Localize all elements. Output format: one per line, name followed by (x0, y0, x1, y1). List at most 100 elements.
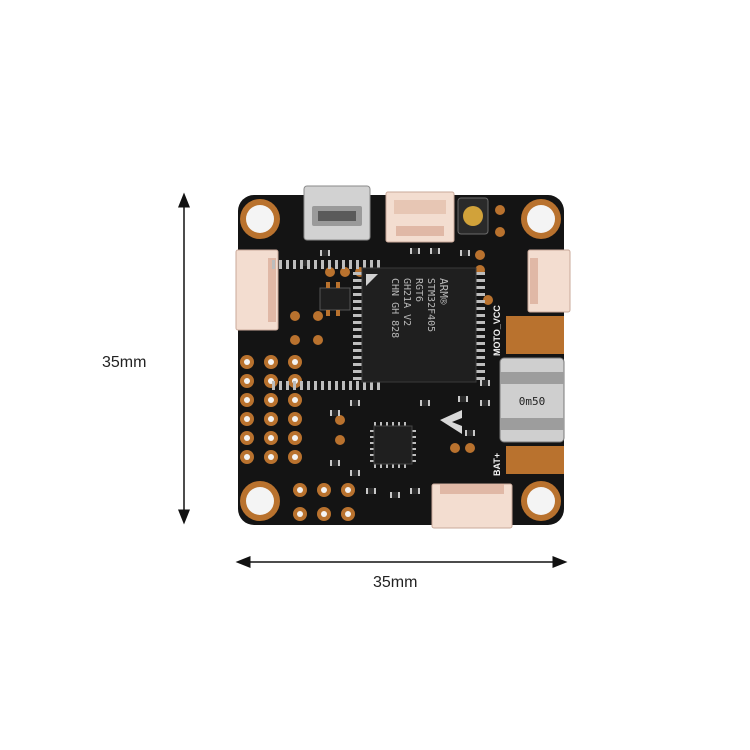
smd-terminal (358, 400, 360, 406)
pad-hole (345, 487, 351, 493)
mcu-pin (475, 307, 485, 310)
left-pin-pads (240, 355, 302, 464)
mcu-pin (475, 342, 485, 345)
smd-terminal (473, 430, 475, 436)
mcu-pin (377, 381, 380, 390)
smd-component (480, 400, 490, 406)
mcu-pin (356, 381, 359, 390)
smd-terminal (358, 470, 360, 476)
smd-component (430, 248, 440, 254)
smd-component (350, 470, 360, 476)
pad-hole (244, 454, 250, 460)
boot-button (457, 197, 489, 235)
smd-component (420, 400, 430, 406)
mcu-pin (475, 321, 485, 324)
mcu-pin (293, 260, 296, 269)
mcu-pin (279, 260, 282, 269)
smd-component (366, 488, 376, 494)
mcu-pin (475, 335, 485, 338)
mcu-pin (349, 260, 352, 269)
pad-hole (244, 397, 250, 403)
mcu-pin (321, 381, 324, 390)
smd-terminal (328, 250, 330, 256)
imu-pin (411, 430, 416, 432)
mcu-pin (335, 260, 338, 269)
imu-pin (392, 463, 394, 468)
mcu-pin (279, 381, 282, 390)
imu-pin (380, 463, 382, 468)
mounting-hole-top-right (521, 199, 561, 239)
mcu-pin (328, 260, 331, 269)
direction-arrow-silkscreen (440, 410, 462, 434)
pad-hole (321, 487, 327, 493)
mcu-pin (272, 260, 275, 269)
mcu-pin (475, 328, 485, 331)
mcu-line-4: GH21A V2 (401, 278, 412, 326)
imu-pin (404, 422, 406, 427)
height-dimension-label: 35mm (102, 354, 147, 371)
mcu-pin (475, 377, 485, 380)
pad-hole (297, 511, 303, 517)
mcu-pin (353, 328, 363, 331)
imu-pin (374, 422, 376, 427)
imu-pin (386, 463, 388, 468)
imu-pin (386, 422, 388, 427)
imu-pin (370, 454, 375, 456)
mcu-pin (353, 356, 363, 359)
mounting-hole-bottom-left (240, 481, 280, 521)
solder-pad (483, 295, 493, 305)
mcu-pin (353, 293, 363, 296)
mcu-pin (356, 260, 359, 269)
mcu-pin (353, 272, 363, 275)
right-connector (527, 249, 571, 313)
smd-terminal (418, 488, 420, 494)
pad-hole (244, 378, 250, 384)
bat-pad (506, 446, 564, 474)
mcu-pin (475, 370, 485, 373)
mcu-pin (353, 370, 363, 373)
smd-terminal (350, 400, 352, 406)
pad-hole (268, 359, 274, 365)
smd-terminal (350, 470, 352, 476)
mcu-pin (300, 381, 303, 390)
mcu-pin (286, 260, 289, 269)
solder-pad (335, 415, 345, 425)
smd-component (480, 380, 490, 386)
mcu-pin (353, 286, 363, 289)
moto-vcc-pad (506, 316, 564, 354)
smd-terminal (390, 492, 392, 498)
mcu-pin (377, 260, 380, 269)
mcu-pin (475, 300, 485, 303)
pad-hole (292, 397, 298, 403)
smd-terminal (410, 248, 412, 254)
imu-pin (404, 463, 406, 468)
mcu-pin (321, 260, 324, 269)
bat-silkscreen: BAT+ (492, 453, 502, 476)
pad-hole (292, 454, 298, 460)
pad-hole (345, 511, 351, 517)
imu-chip (370, 422, 416, 468)
mcu-pin (475, 349, 485, 352)
mcu-pin (272, 381, 275, 390)
imu-pin (411, 454, 416, 456)
mcu-pin (353, 321, 363, 324)
mcu-line-5: CHN GH 828 (389, 278, 400, 338)
imu-pin (370, 436, 375, 438)
smd-terminal (410, 488, 412, 494)
smd-terminal (374, 488, 376, 494)
smd-terminal (466, 396, 468, 402)
smd-terminal (430, 248, 432, 254)
solder-pad (465, 443, 475, 453)
smd-component (390, 492, 400, 498)
smd-terminal (398, 492, 400, 498)
smd-terminal (428, 400, 430, 406)
smd-component (458, 396, 468, 402)
micro-usb-port (303, 185, 371, 241)
solder-pad (475, 250, 485, 260)
mcu-pin (370, 260, 373, 269)
imu-pin (411, 448, 416, 450)
imu-pin (398, 422, 400, 427)
regulator-chip (319, 282, 351, 316)
smd-terminal (480, 380, 482, 386)
smd-terminal (420, 400, 422, 406)
